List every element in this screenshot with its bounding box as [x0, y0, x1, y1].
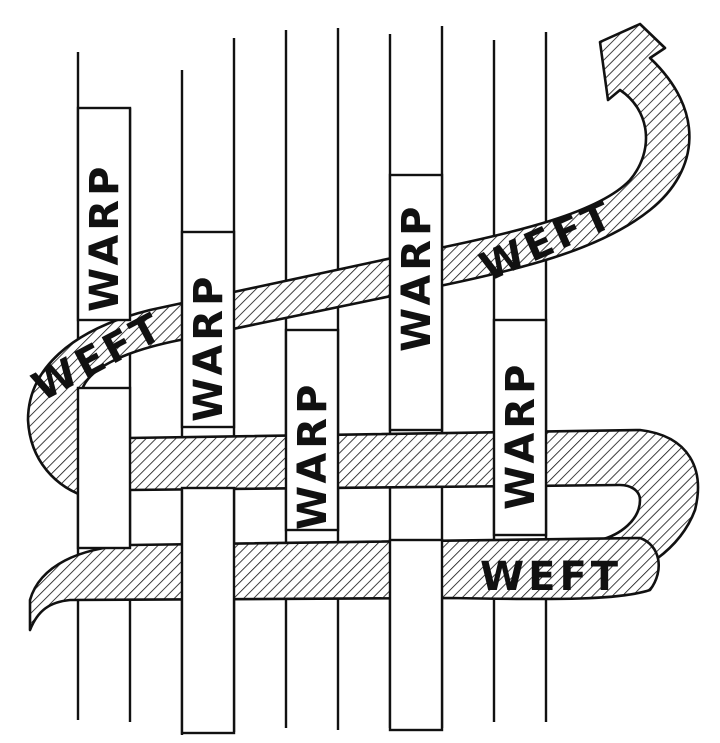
warp-label: WARP: [186, 273, 232, 422]
warp-strip: [180, 230, 236, 429]
warp-strip: [388, 173, 444, 432]
warp-label: WARP: [290, 381, 336, 530]
weft-label: WEFT: [473, 191, 621, 291]
warp-strip: [180, 486, 236, 735]
warp-strips: [76, 106, 548, 735]
warp-label: WARP: [82, 163, 128, 312]
weft-label: WEFT: [480, 554, 622, 600]
warp-strip: [76, 386, 132, 550]
warp-labels: WARP WARP WARP WARP WARP: [82, 163, 544, 530]
warp-strip: [284, 328, 340, 532]
warp-strip: [388, 538, 444, 732]
warp-strip: [76, 106, 132, 322]
warp-label: WARP: [498, 361, 544, 510]
warp-strip: [492, 318, 548, 537]
warp-label: WARP: [394, 203, 440, 352]
